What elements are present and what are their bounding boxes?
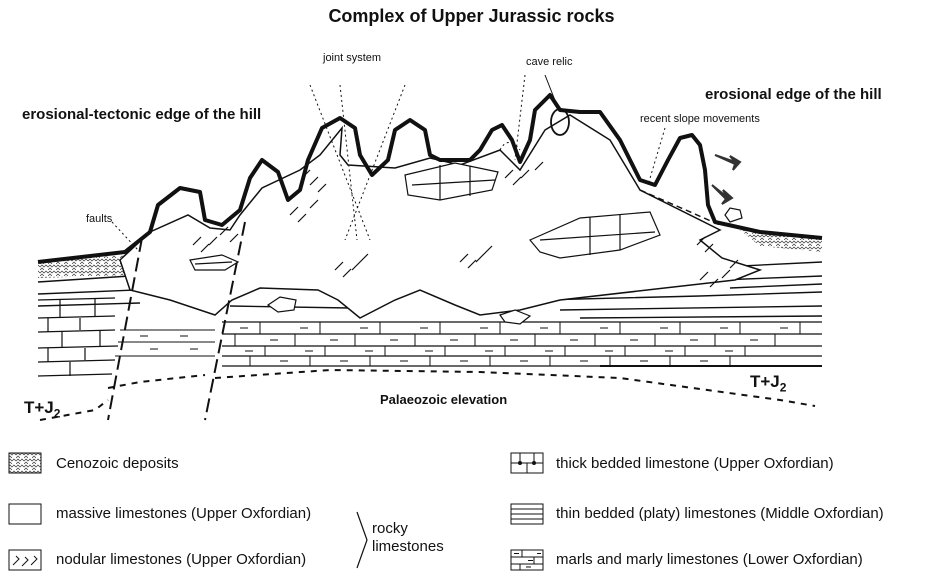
thick-bedded-left xyxy=(38,298,118,376)
legend-label-nodular: nodular limestones (Upper Oxfordian) xyxy=(56,551,306,568)
marls-verticals xyxy=(235,322,800,366)
massive-limestone-body xyxy=(120,115,760,318)
erosional-edge-label: erosional edge of the hill xyxy=(705,86,882,103)
faults-label: faults xyxy=(86,213,112,225)
legend-label-thin-bedded: thin bedded (platy) limestones (Middle O… xyxy=(556,505,884,522)
slope-arrow-1 xyxy=(715,155,740,170)
legend-label-marls: marls and marly limestones (Lower Oxford… xyxy=(556,551,863,568)
slope-movement-pointer xyxy=(648,128,665,185)
slope-arrow-2 xyxy=(712,185,732,204)
legend-swatch-nodular xyxy=(8,549,42,571)
legend-swatch-massive xyxy=(8,503,42,525)
marls-strata xyxy=(222,322,822,366)
legend-swatch-thick-bedded xyxy=(510,452,544,474)
joint-system-label: joint system xyxy=(323,52,381,64)
cave-relic-pointer-2 xyxy=(545,75,558,108)
tj-right-label: T+J2 xyxy=(750,372,786,394)
cave-relic-label: cave relic xyxy=(526,56,572,68)
geological-cross-section xyxy=(0,0,943,440)
legend-label-thick-bedded: thick bedded limestone (Upper Oxfordian) xyxy=(556,455,834,472)
palaeozoic-elevation-label: Palaeozoic elevation xyxy=(380,392,507,407)
tj-left-label: T+J2 xyxy=(24,398,60,420)
legend-bracket xyxy=(355,510,369,570)
legend-swatch-thin-bedded xyxy=(510,503,544,525)
rocky-limestones-label: rocky limestones xyxy=(372,520,444,556)
legend-label-cenozoic: Cenozoic deposits xyxy=(56,455,179,472)
legend-label-massive: massive limestones (Upper Oxfordian) xyxy=(56,505,311,522)
legend-swatch-marls xyxy=(510,549,544,571)
marls-left-block xyxy=(115,330,215,356)
erosional-tectonic-edge-label: erosional-tectonic edge of the hill xyxy=(22,106,261,123)
recent-slope-movements-label: recent slope movements xyxy=(640,113,760,125)
legend-swatch-cenozoic xyxy=(8,452,42,474)
